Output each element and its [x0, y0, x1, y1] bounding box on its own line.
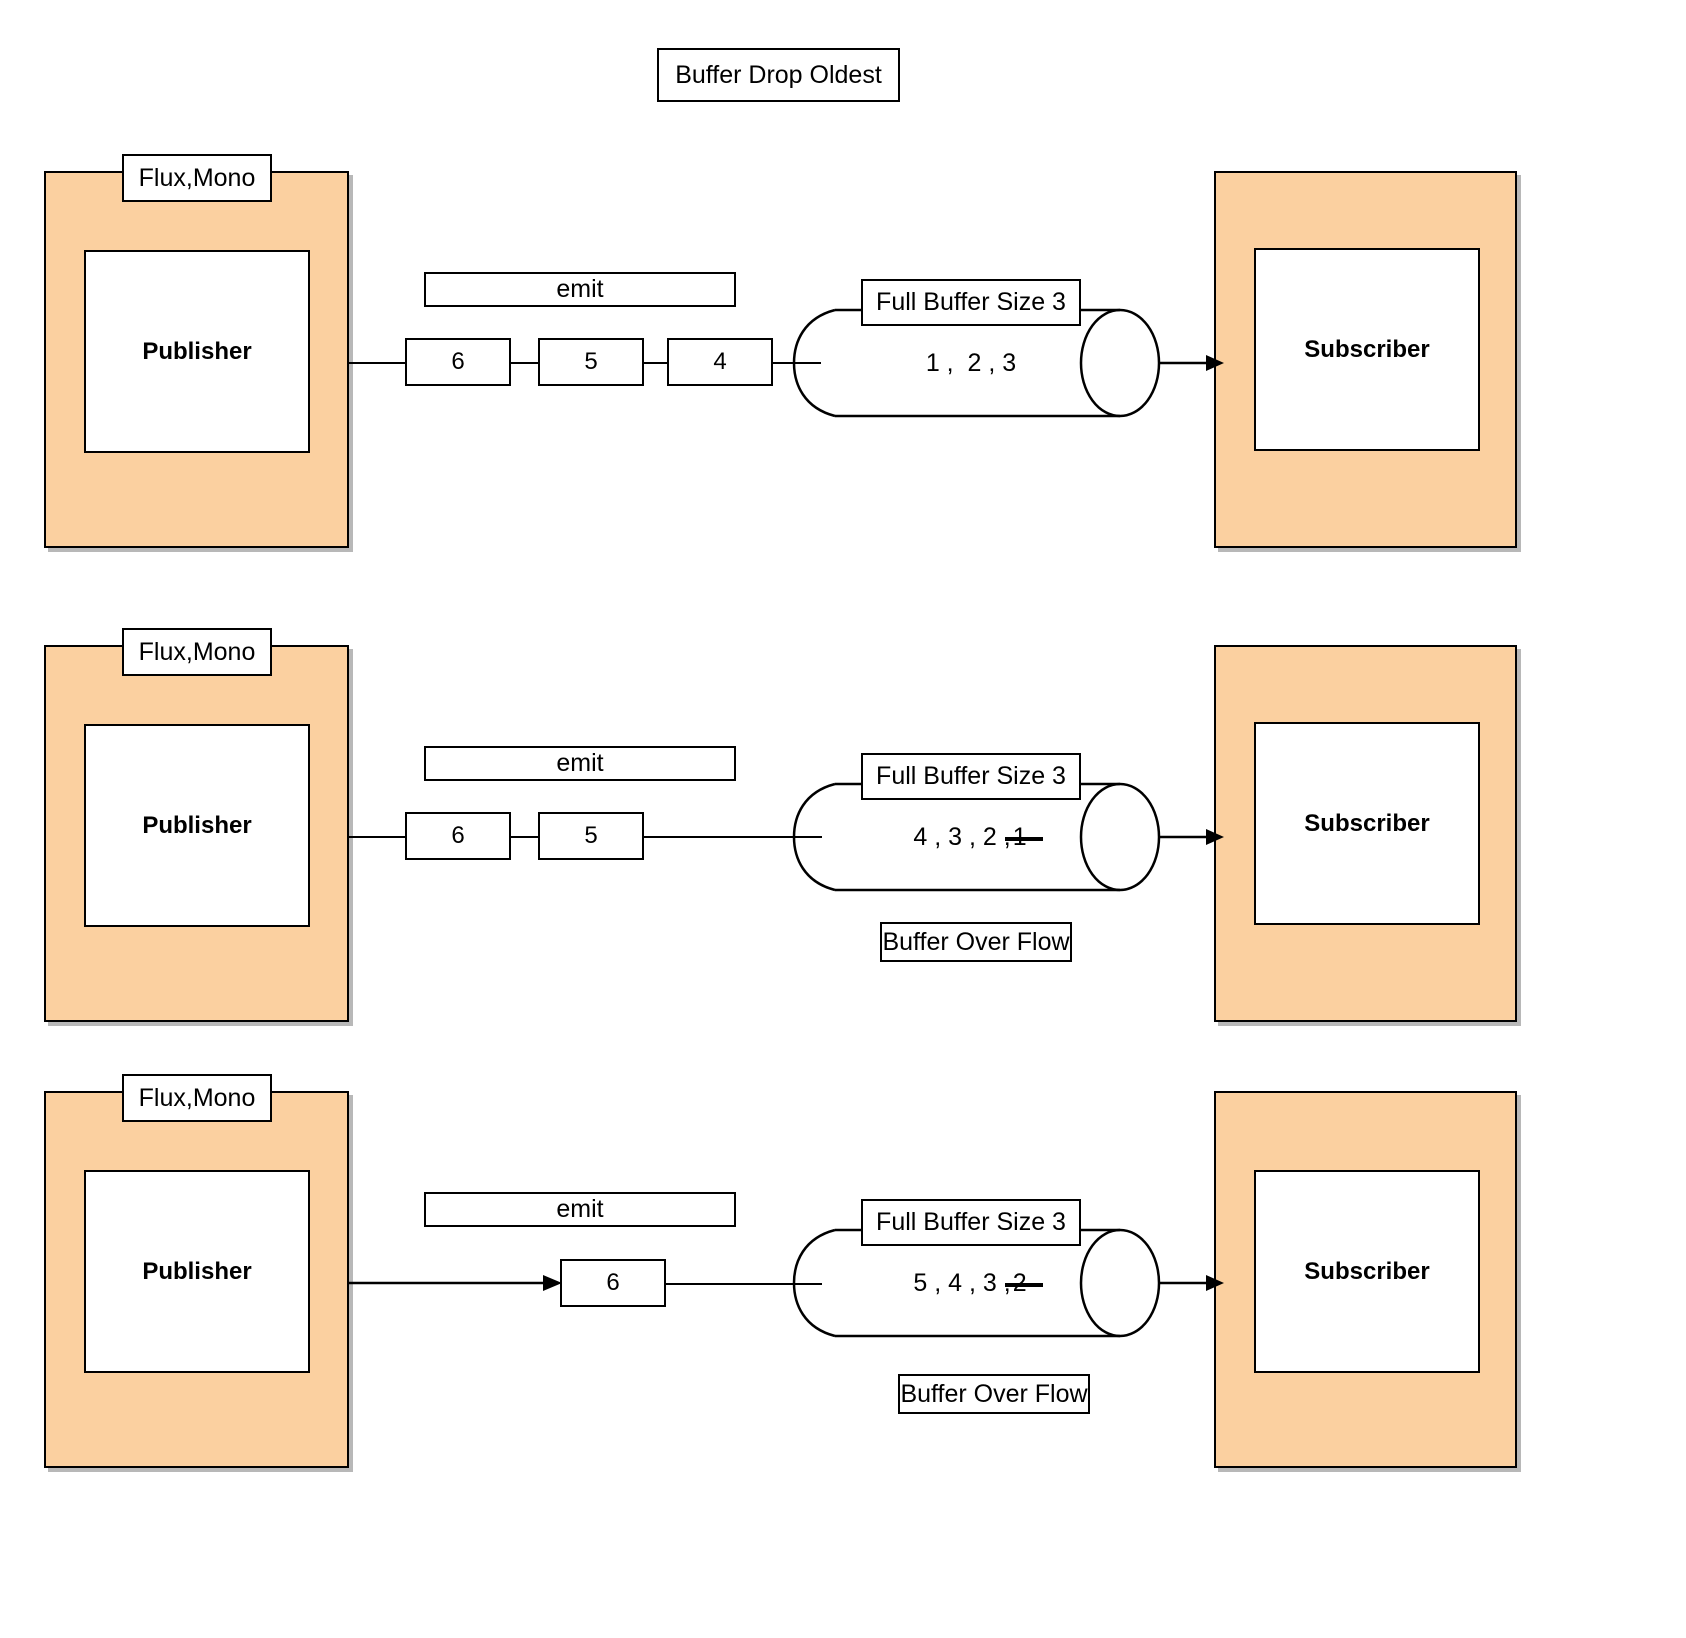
items-to-buffer-line-row2: [642, 836, 822, 838]
item-gap-line-row1-1: [642, 362, 668, 364]
buffer-label-box-row3: Full Buffer Size 3: [861, 1199, 1081, 1246]
subscriber-box-row3: Subscriber: [1254, 1170, 1480, 1373]
subscriber-label-row2: Subscriber: [1304, 809, 1430, 837]
emit-item-value-row1-1: 5: [584, 348, 598, 375]
publisher-to-item-arrow-row3: [349, 1272, 562, 1294]
subscriber-box-row2: Subscriber: [1254, 722, 1480, 925]
flux-mono-tag-row2: Flux,Mono: [122, 628, 272, 676]
publisher-box-row2: Publisher: [84, 724, 310, 927]
buffer-label-box-row2: Full Buffer Size 3: [861, 753, 1081, 800]
subscriber-label-row1: Subscriber: [1304, 335, 1430, 363]
emit-item-value-row2-0: 6: [451, 822, 465, 849]
overflow-label-row3: Buffer Over Flow: [900, 1379, 1088, 1408]
emit-label-box-row3: emit: [424, 1192, 736, 1227]
item-gap-line-row1-0: [509, 362, 539, 364]
emit-item-row2-0: 6: [405, 812, 511, 860]
flux-mono-tag-row3: Flux,Mono: [122, 1074, 272, 1122]
emit-item-row2-1: 5: [538, 812, 644, 860]
emit-label-row2: emit: [556, 749, 604, 777]
buffer-label-box-row1: Full Buffer Size 3: [861, 279, 1081, 326]
emit-item-value-row2-1: 5: [584, 822, 598, 849]
publisher-label-row3: Publisher: [142, 1257, 252, 1285]
items-to-buffer-line-row3: [664, 1283, 822, 1285]
flux-mono-label-row1: Flux,Mono: [138, 163, 256, 192]
emit-item-value-row1-0: 6: [451, 348, 465, 375]
emit-item-value-row3-0: 6: [606, 1269, 620, 1296]
publisher-box-row3: Publisher: [84, 1170, 310, 1373]
items-to-buffer-line-row1: [771, 362, 821, 364]
publisher-to-items-line-row2: [349, 836, 407, 838]
flux-mono-label-row2: Flux,Mono: [138, 637, 256, 666]
subscriber-box-row1: Subscriber: [1254, 248, 1480, 451]
emit-label-row1: emit: [556, 275, 604, 303]
buffer-label-row2: Full Buffer Size 3: [876, 762, 1066, 790]
buffer-values-row2: 4 , 3 , 2 ,1: [861, 819, 1081, 855]
buffer-to-subscriber-arrow-row1: [1158, 352, 1224, 374]
diagram-title: Buffer Drop Oldest: [675, 60, 882, 89]
flux-mono-label-row3: Flux,Mono: [138, 1083, 256, 1112]
emit-item-value-row1-2: 4: [713, 348, 727, 375]
publisher-to-items-line-row1: [349, 362, 407, 364]
publisher-box-row1: Publisher: [84, 250, 310, 453]
buffer-label-row1: Full Buffer Size 3: [876, 288, 1066, 316]
buffer-values-kept-row1: 1 , 2 , 3: [925, 348, 1017, 377]
publisher-label-row2: Publisher: [142, 811, 252, 839]
buffer-to-subscriber-arrow-row3: [1158, 1272, 1224, 1294]
publisher-label-row1: Publisher: [142, 337, 252, 365]
buffer-label-row3: Full Buffer Size 3: [876, 1208, 1066, 1236]
overflow-label-box-row3: Buffer Over Flow: [898, 1374, 1090, 1414]
buffer-to-subscriber-arrow-row2: [1158, 826, 1224, 848]
buffer-values-kept-row3: 5 , 4 , 3 ,: [913, 1268, 1011, 1297]
diagram-title-box: Buffer Drop Oldest: [657, 48, 900, 102]
buffer-values-row3: 5 , 4 , 3 ,2: [861, 1265, 1081, 1301]
item-gap-line-row2-0: [509, 836, 539, 838]
emit-label-box-row1: emit: [424, 272, 736, 307]
emit-item-row3-0: 6: [560, 1259, 666, 1307]
buffer-value-dropped-row3: 2: [1004, 1268, 1043, 1297]
flux-mono-tag-row1: Flux,Mono: [122, 154, 272, 202]
subscriber-label-row3: Subscriber: [1304, 1257, 1430, 1285]
buffer-value-dropped-row2: 1: [1004, 822, 1043, 851]
emit-label-box-row2: emit: [424, 746, 736, 781]
emit-item-row1-1: 5: [538, 338, 644, 386]
buffer-values-row1: 1 , 2 , 3: [861, 345, 1081, 381]
overflow-label-box-row2: Buffer Over Flow: [880, 922, 1072, 962]
emit-label-row3: emit: [556, 1195, 604, 1223]
buffer-values-kept-row2: 4 , 3 , 2 ,: [913, 822, 1011, 851]
emit-item-row1-0: 6: [405, 338, 511, 386]
emit-item-row1-2: 4: [667, 338, 773, 386]
overflow-label-row2: Buffer Over Flow: [882, 927, 1070, 956]
